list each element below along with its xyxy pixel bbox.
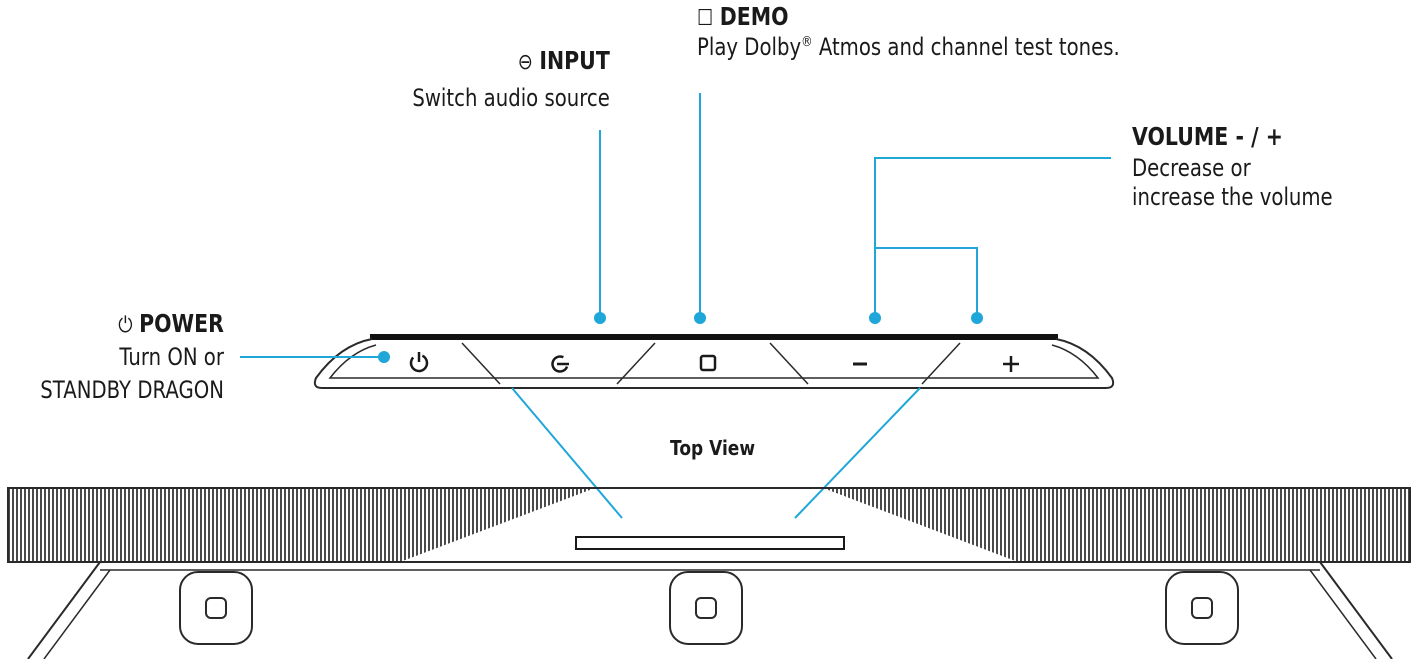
front-button-center-icon — [695, 597, 717, 619]
callouts — [240, 93, 1111, 519]
top-view-caption: Top View — [670, 436, 756, 460]
input-callout-dot — [594, 312, 606, 324]
demo-callout-dot — [694, 312, 706, 324]
soundbar-front — [7, 487, 1411, 659]
input-title: ⊖INPUT — [517, 46, 610, 75]
divider-2 — [616, 342, 656, 385]
input-icon: ⊖ — [517, 50, 533, 75]
input-icon — [551, 355, 569, 373]
panel-inner-outline — [328, 344, 1100, 379]
input-button[interactable] — [550, 354, 569, 373]
power-callout-dot — [378, 351, 390, 363]
demo-title: ☐DEMO — [697, 2, 789, 31]
power-icon: ⏻ — [118, 313, 133, 338]
volume-up-button[interactable] — [1003, 356, 1019, 372]
grille-right — [823, 488, 1410, 562]
volume-description-2: increase the volume — [1132, 183, 1333, 211]
volume-title: VOLUME - / + — [1132, 122, 1283, 151]
projection-line-left — [511, 387, 623, 519]
volume-down-callout-dot — [869, 312, 881, 324]
divider-1 — [461, 342, 501, 385]
divider-3 — [769, 342, 809, 385]
control-strip — [575, 536, 845, 550]
panel-outline — [313, 338, 1115, 389]
projection-line-right — [794, 387, 921, 519]
power-title: ⏻POWER — [118, 309, 224, 338]
top-view-panel — [313, 334, 1115, 389]
grille-left — [8, 488, 595, 562]
front-button-left[interactable] — [179, 571, 253, 645]
front-button-right-icon — [1191, 597, 1213, 619]
soundbar-base-outline — [27, 561, 1393, 659]
input-description: Switch audio source — [412, 84, 610, 112]
volume-callout-branch — [875, 247, 978, 318]
volume-description-1: Decrease or — [1132, 154, 1251, 182]
volume-callout-line — [874, 157, 1111, 318]
soundbar-top-outline — [7, 487, 1411, 563]
demo-icon: ☐ — [697, 6, 714, 31]
power-button[interactable] — [408, 352, 429, 374]
front-button-center[interactable] — [669, 571, 743, 645]
power-icon — [409, 353, 429, 373]
demo-label: ☐DEMO Play Dolby® Atmos and channel test… — [697, 2, 1212, 61]
volume-label: VOLUME - / + Decrease or increase the vo… — [1132, 122, 1377, 211]
demo-icon — [699, 354, 717, 372]
divider-4 — [921, 342, 961, 385]
power-label: ⏻POWER Turn ON or STANDBY DRAGON — [0, 309, 224, 404]
power-description-1: Turn ON or — [119, 343, 224, 371]
demo-button[interactable] — [699, 354, 717, 372]
input-label: ⊖INPUT Switch audio source — [369, 46, 610, 112]
volume-up-callout-dot — [971, 312, 983, 324]
front-button-left-icon — [205, 597, 227, 619]
front-button-right[interactable] — [1165, 571, 1239, 645]
power-description-2: STANDBY DRAGON — [40, 376, 224, 404]
demo-description: Play Dolby® Atmos and channel test tones… — [697, 33, 1120, 61]
soundbar-base-inner — [43, 569, 1377, 659]
